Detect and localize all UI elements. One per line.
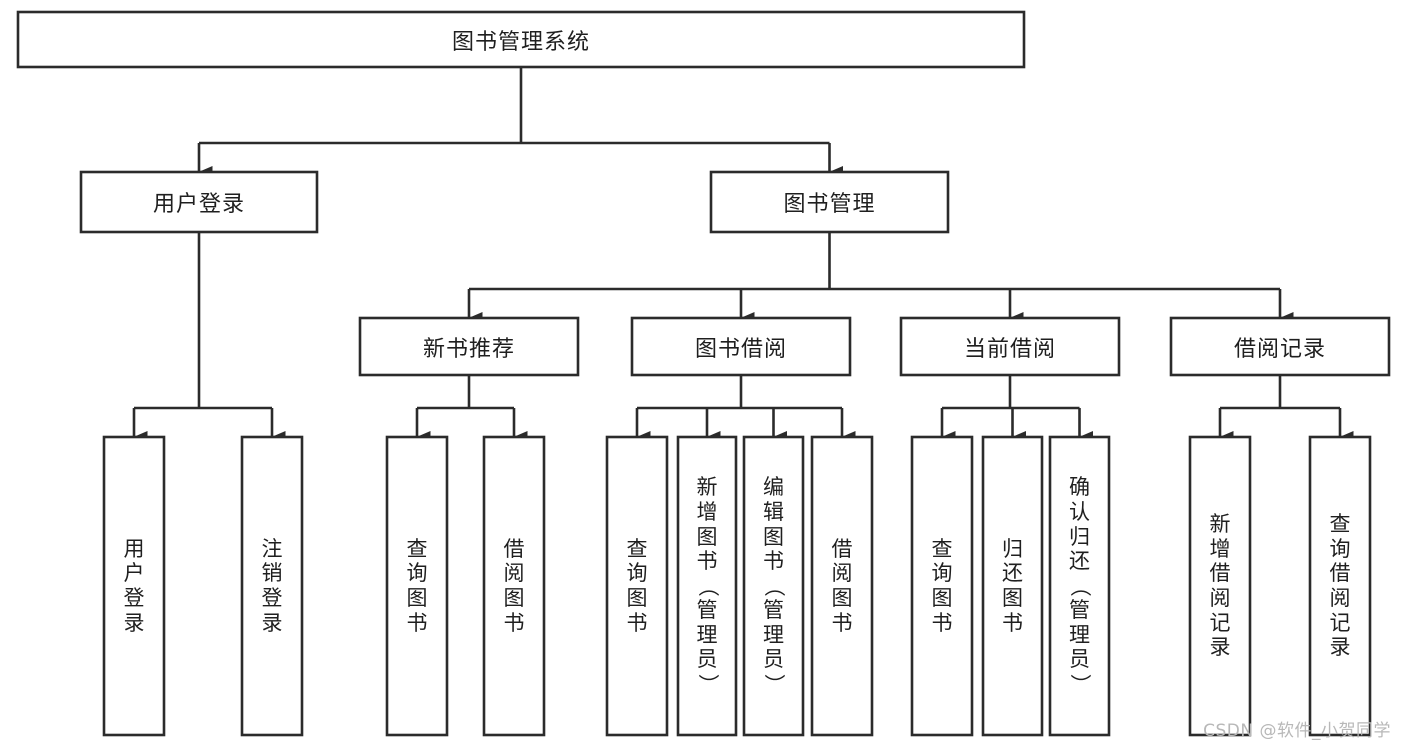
node-box-leaf-add-borrow-record[interactable] [1188, 435, 1252, 737]
node-box-book-management[interactable] [709, 170, 950, 234]
node-box-leaf-edit-book-admin[interactable] [742, 435, 805, 737]
node-box-leaf-query-book-3[interactable] [910, 435, 974, 737]
node-box-leaf-query-book-2[interactable] [605, 435, 669, 737]
node-box-leaf-return-book[interactable] [981, 435, 1044, 737]
node-box-root[interactable] [16, 10, 1026, 69]
node-box-leaf-user-login[interactable] [102, 435, 166, 737]
node-box-book-borrow[interactable] [630, 316, 852, 377]
node-box-leaf-confirm-return-admin[interactable] [1048, 435, 1111, 737]
node-box-borrow-record[interactable] [1169, 316, 1391, 377]
node-box-leaf-borrow-book-2[interactable] [810, 435, 874, 737]
node-box-leaf-query-book-1[interactable] [385, 435, 449, 737]
watermark: CSDN @软件_小贺同学 [1203, 721, 1391, 741]
node-box-leaf-query-borrow-record[interactable] [1308, 435, 1372, 737]
node-box-leaf-add-book-admin[interactable] [676, 435, 738, 737]
edges-layer [132, 67, 1354, 443]
node-box-leaf-logout-login[interactable] [240, 435, 304, 737]
nodes-layer [16, 10, 1391, 737]
node-box-current-borrow[interactable] [899, 316, 1121, 377]
node-box-leaf-borrow-book-1[interactable] [482, 435, 546, 737]
node-box-user-login[interactable] [79, 170, 319, 234]
node-box-new-book-recommend[interactable] [358, 316, 580, 377]
